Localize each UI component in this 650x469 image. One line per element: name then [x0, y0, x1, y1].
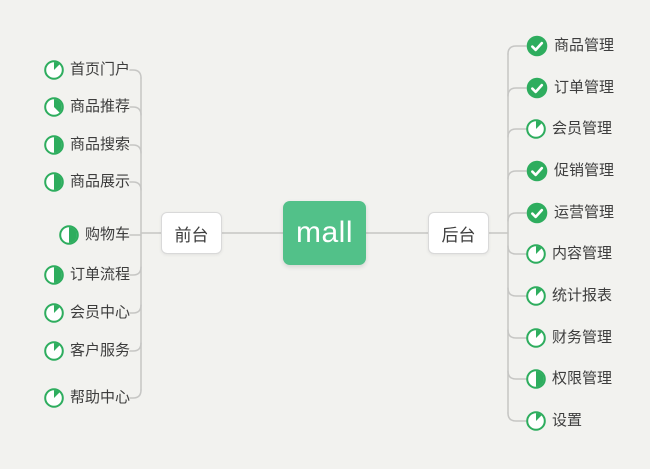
- topic-item[interactable]: 商品推荐: [44, 95, 130, 119]
- topic-item[interactable]: 内容管理: [526, 242, 612, 266]
- topic-label: 统计报表: [552, 287, 613, 304]
- topic-label: 订单管理: [554, 79, 615, 96]
- topic-label: 促销管理: [554, 162, 615, 179]
- progress-pie-icon: [526, 369, 546, 389]
- topic-label: 会员管理: [552, 120, 613, 137]
- progress-pie-icon: [44, 303, 64, 323]
- progress-pie-icon: [44, 172, 64, 192]
- topic-item[interactable]: 购物车: [59, 223, 130, 247]
- progress-pie-icon: [526, 328, 546, 348]
- branch-node-backend[interactable]: 后台: [428, 212, 489, 254]
- progress-pie-icon: [44, 97, 64, 117]
- root-node-mall[interactable]: mall: [283, 201, 366, 265]
- topic-label: 客户服务: [69, 342, 130, 359]
- topic-item[interactable]: 会员管理: [526, 117, 612, 141]
- topic-item[interactable]: 设置: [526, 409, 582, 433]
- progress-pie-icon: [44, 60, 64, 80]
- topic-item[interactable]: 订单流程: [44, 263, 130, 287]
- topic-label: 首页门户: [69, 61, 130, 78]
- progress-pie-icon: [44, 265, 64, 285]
- topic-label: 帮助中心: [69, 389, 130, 406]
- progress-pie-icon: [44, 388, 64, 408]
- progress-pie-icon: [526, 119, 546, 139]
- branch-label: 后台: [441, 225, 476, 245]
- topic-item[interactable]: 财务管理: [526, 326, 612, 350]
- branch-node-frontend[interactable]: 前台: [161, 212, 222, 254]
- progress-pie-icon: [44, 341, 64, 361]
- topic-label: 商品搜索: [69, 136, 130, 153]
- topic-label: 订单流程: [69, 266, 130, 283]
- topic-label: 购物车: [84, 226, 130, 243]
- branch-label: 前台: [174, 225, 209, 245]
- topic-item[interactable]: 权限管理: [526, 367, 612, 391]
- topic-item[interactable]: 帮助中心: [44, 386, 130, 410]
- topic-item[interactable]: 促销管理: [526, 159, 614, 183]
- topic-label: 运营管理: [554, 204, 615, 221]
- progress-pie-icon: [44, 135, 64, 155]
- root-label: mall: [295, 216, 353, 249]
- topic-item[interactable]: 客户服务: [44, 339, 130, 363]
- topic-label: 财务管理: [552, 329, 613, 346]
- topic-item[interactable]: 商品管理: [526, 34, 614, 58]
- topic-item[interactable]: 商品搜索: [44, 133, 130, 157]
- progress-pie-icon: [526, 411, 546, 431]
- topic-label: 商品管理: [554, 37, 615, 54]
- task-done-check-icon: [526, 77, 548, 99]
- topic-item[interactable]: 会员中心: [44, 301, 130, 325]
- topic-item[interactable]: 订单管理: [526, 76, 614, 100]
- progress-pie-icon: [526, 286, 546, 306]
- progress-pie-icon: [526, 244, 546, 264]
- task-done-check-icon: [526, 160, 548, 182]
- topic-label: 设置: [552, 412, 583, 429]
- topic-label: 权限管理: [552, 370, 613, 387]
- topic-item[interactable]: 运营管理: [526, 201, 614, 225]
- topic-label: 会员中心: [69, 304, 130, 321]
- topic-label: 内容管理: [552, 245, 613, 262]
- task-done-check-icon: [526, 202, 548, 224]
- topic-item[interactable]: 商品展示: [44, 170, 130, 194]
- topic-label: 商品推荐: [69, 98, 130, 115]
- topic-label: 商品展示: [69, 173, 130, 190]
- topic-item[interactable]: 统计报表: [526, 284, 612, 308]
- task-done-check-icon: [526, 35, 548, 57]
- progress-pie-icon: [59, 225, 79, 245]
- topic-item[interactable]: 首页门户: [44, 58, 130, 82]
